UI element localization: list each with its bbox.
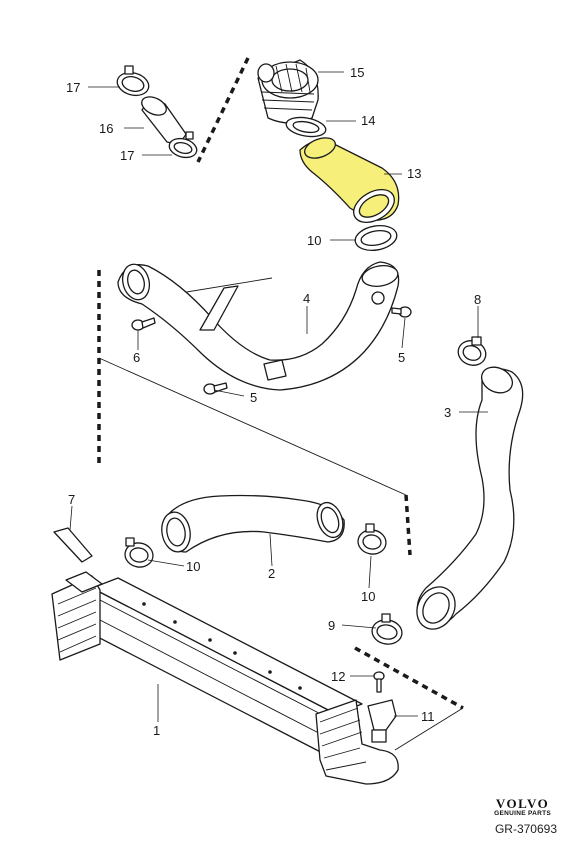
brand-subtitle: GENUINE PARTS — [494, 810, 551, 817]
part-7-strip — [53, 527, 93, 563]
part-3-right-hose — [416, 366, 524, 630]
callout-5-right: 5 — [398, 350, 405, 365]
part-10-clamp-upper — [354, 224, 398, 252]
bolt-12 — [373, 671, 385, 693]
bolt-6 — [131, 317, 156, 331]
callout-labels: 17 16 17 15 14 13 10 4 8 6 5 5 3 7 2 10 … — [66, 65, 481, 738]
part-10-clamp-left — [124, 537, 154, 568]
part-14-adapter — [285, 116, 327, 138]
callout-1: 1 — [153, 723, 160, 738]
callout-2: 2 — [268, 566, 275, 581]
dashed-boundaries — [97, 57, 464, 710]
callout-12: 12 — [331, 669, 345, 684]
part-17-clamp-lower — [168, 131, 198, 159]
part-17-clamp-upper — [116, 65, 150, 97]
part-4-upper-pipe — [117, 261, 400, 391]
callout-10-upper: 10 — [307, 233, 321, 248]
callout-13: 13 — [407, 166, 421, 181]
callout-16: 16 — [99, 121, 113, 136]
callout-10-right: 10 — [361, 589, 375, 604]
part-13-hose-highlighted — [299, 137, 400, 224]
part-15-valve-housing — [257, 59, 319, 124]
callout-3: 3 — [444, 405, 451, 420]
brand-name: VOLVO — [495, 796, 550, 811]
callout-14: 14 — [361, 113, 375, 128]
callout-17-upper: 17 — [66, 80, 80, 95]
callout-10-left: 10 — [186, 559, 200, 574]
reference-number: GR-370693 — [494, 822, 557, 836]
part-9-clamp — [371, 613, 403, 645]
callout-8: 8 — [474, 292, 481, 307]
part-1-intercooler — [51, 571, 399, 785]
callout-11: 11 — [421, 709, 435, 724]
callout-4: 4 — [303, 291, 310, 306]
callout-17-lower: 17 — [120, 148, 134, 163]
callout-15: 15 — [350, 65, 364, 80]
part-10-clamp-right — [357, 523, 387, 555]
leader-lines — [69, 71, 488, 722]
brand-logo: VOLVO GENUINE PARTS — [494, 797, 551, 818]
callout-6: 6 — [133, 350, 140, 365]
part-2-middle-hose — [161, 494, 345, 553]
part-16-small-hose — [141, 96, 187, 144]
callout-5-lower: 5 — [250, 390, 257, 405]
part-11-bracket — [367, 699, 397, 743]
bolt-5-right — [391, 306, 412, 318]
part-8-clamp — [457, 336, 487, 366]
callout-7: 7 — [68, 492, 75, 507]
bolt-5-lower — [203, 382, 228, 395]
callout-9: 9 — [328, 618, 335, 633]
